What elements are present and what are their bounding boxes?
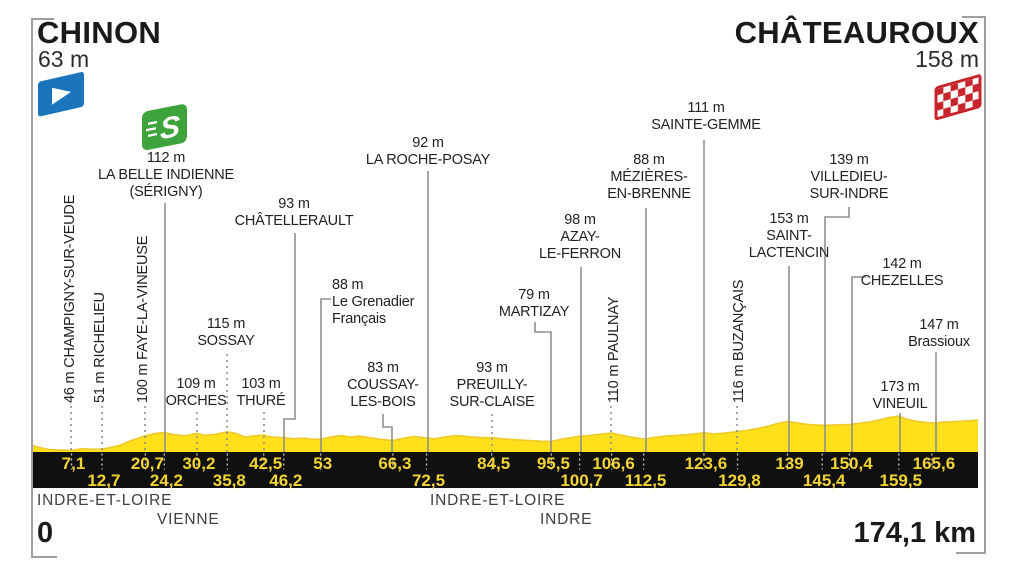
km-label: 112,5 [625, 471, 667, 490]
elevation-profile [32, 415, 979, 452]
distance-bar [33, 452, 978, 488]
start-flag-icon [38, 72, 84, 117]
waypoint-line [534, 322, 552, 452]
km-labels: 7,112,7 20,724,230,235,842,546,2 53 66,372,… [62, 454, 955, 490]
km-label: 72,5 [412, 471, 445, 490]
km-label: 100,7 [560, 471, 603, 490]
waypoint-line [283, 233, 296, 452]
km-label: 53 [313, 454, 332, 473]
finish-flag-icon [934, 74, 982, 121]
km-label: 20,7 [131, 454, 164, 473]
total-distance: 174,1 km [853, 517, 976, 549]
sprint-glyph: S [160, 110, 180, 147]
km-label: 129,8 [718, 471, 761, 490]
km-label: 42,5 [249, 454, 282, 473]
km-label: 84,5 [477, 454, 510, 473]
km-label: 30,2 [182, 454, 215, 473]
km-label: 123,6 [685, 454, 728, 473]
start-town-name: CHINON [37, 15, 162, 50]
km-label: 46,2 [269, 471, 302, 490]
km-label: 95,5 [537, 454, 570, 473]
finish-town-name: CHÂTEAUROUX [734, 15, 979, 50]
waypoint-line [851, 276, 866, 452]
km-label: 139 [775, 454, 803, 473]
km-label: 145,4 [803, 471, 846, 490]
finish-elevation: 158 m [915, 46, 979, 72]
km-label: 7,1 [62, 454, 86, 473]
waypoint-line [382, 414, 393, 452]
sprint-icon: S [142, 104, 187, 150]
km-label: 106,6 [592, 454, 635, 473]
km-label: 12,7 [87, 471, 120, 490]
start-elevation: 63 m [38, 46, 90, 72]
km-label: 159,5 [880, 471, 923, 490]
waypoint-line [320, 298, 331, 452]
waypoint-line [824, 207, 850, 452]
km-label: 66,3 [378, 454, 411, 473]
km-label: 35,8 [213, 471, 246, 490]
waypoint-lines [70, 140, 937, 452]
chart-frame [31, 16, 986, 558]
km-label: 150,4 [830, 454, 873, 473]
km-label: 165,6 [913, 454, 956, 473]
origin-distance: 0 [37, 517, 54, 549]
km-label: 24,2 [150, 471, 183, 490]
